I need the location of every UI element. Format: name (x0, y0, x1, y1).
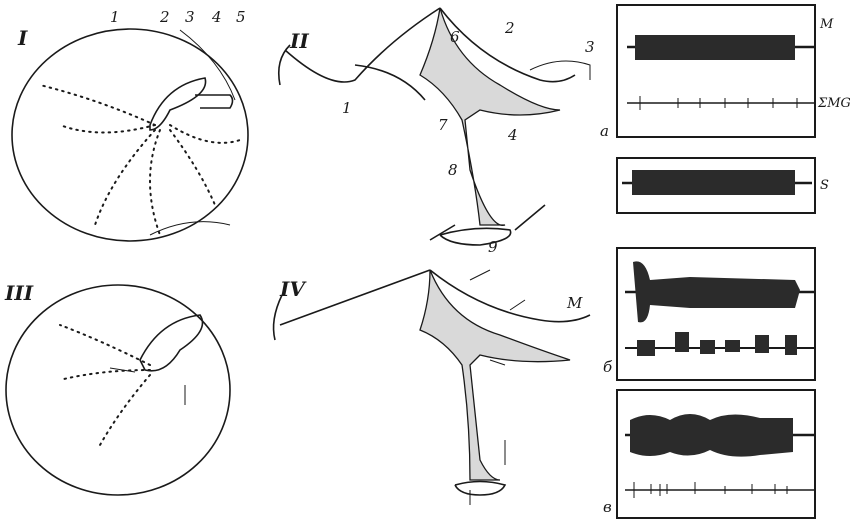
recording-b (616, 247, 816, 381)
part-label: 1 (342, 99, 352, 117)
trace-label-emg: ΣMG (817, 96, 850, 111)
part-label: 2 (504, 19, 515, 37)
panel-label-ii: II (289, 29, 309, 53)
panel-label-iv: IV (279, 277, 307, 301)
recording-s (616, 157, 816, 214)
part-label: 4 (211, 8, 222, 26)
trace-b-signal (633, 261, 800, 323)
trace-v-signal (630, 414, 793, 457)
recording-label-v: в (603, 498, 612, 516)
trace-s-signal (632, 170, 795, 195)
recording-label-b: б (603, 358, 613, 376)
recording-a (616, 4, 816, 138)
trace-m-signal (635, 35, 795, 60)
panel-ii-drawing (277, 7, 591, 246)
panel-label-i: I (17, 26, 28, 50)
part-label: 4 (507, 126, 518, 144)
trace-v-spikes (633, 482, 788, 498)
part-label: 5 (236, 8, 246, 26)
part-label: 3 (185, 8, 195, 26)
marker-label-m: M (566, 294, 583, 312)
trace-label-m: M (819, 17, 834, 32)
recording-label-a: а (600, 122, 609, 140)
panel-iii-drawing (5, 284, 231, 496)
trace-emg-spikes (639, 96, 798, 110)
part-label: 2 (159, 8, 170, 26)
part-label: 7 (438, 116, 448, 134)
panel-i-drawing (11, 28, 249, 242)
trace-b-bursts (637, 332, 797, 356)
panel-label-iii: III (4, 281, 34, 305)
recording-v (616, 389, 816, 519)
panel-iv-drawing (272, 269, 591, 505)
part-label: 3 (585, 38, 595, 56)
part-label: 1 (110, 8, 120, 26)
part-label: 6 (450, 28, 460, 46)
trace-label-s: S (820, 178, 829, 193)
part-label: 9 (488, 238, 498, 256)
part-label: 8 (448, 161, 458, 179)
